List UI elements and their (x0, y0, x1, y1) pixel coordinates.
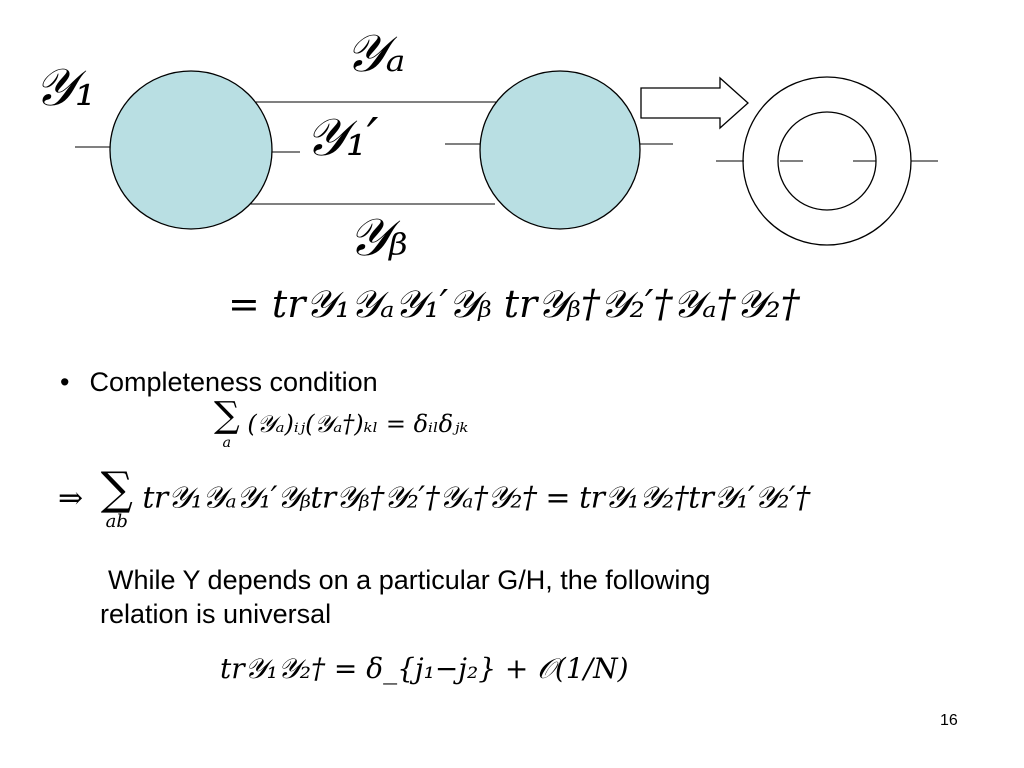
bullet-text: Completeness condition (89, 367, 378, 397)
page-number: 16 (940, 712, 958, 729)
paragraph-line-2: relation is universal (100, 598, 332, 629)
bullet-marker: • (60, 367, 70, 397)
sum-operator-ab: ∑ ab (100, 462, 133, 532)
left-node (109, 70, 273, 230)
sum-operator: ∑ a (214, 395, 240, 451)
arrow-icon (640, 76, 749, 130)
label-y1prime: 𝒴₁′ (305, 108, 379, 168)
label-yb: 𝒴ᵦ (348, 208, 408, 268)
label-ya: 𝒴ₐ (345, 24, 406, 84)
universal-equation: tr𝒴₁𝒴₂† = δ_{j₁−j₂} + 𝒪(1/N) (220, 652, 629, 685)
implies-arrow: ⇒ (58, 480, 84, 516)
feynman-diagram (75, 70, 938, 246)
paragraph: While Y depends on a particular G/H, the… (100, 564, 710, 632)
completeness-equation: ∑ a (𝒴ₐ)ᵢⱼ(𝒴ₐ†)ₖₗ = δᵢₗδⱼₖ (214, 395, 469, 451)
implication-equation: ⇒ ∑ ab tr𝒴₁𝒴ₐ𝒴₁′𝒴ᵦtr𝒴ᵦ†𝒴₂′†𝒴ₐ†𝒴₂† = tr𝒴₁… (58, 466, 810, 531)
equation-main: = tr𝒴₁𝒴ₐ𝒴₁′𝒴ᵦ tr𝒴ᵦ†𝒴₂′†𝒴ₐ†𝒴₂† (228, 282, 800, 326)
bullet-item: • Completeness condition (60, 366, 378, 400)
right-node (479, 70, 641, 230)
implication-body: tr𝒴₁𝒴ₐ𝒴₁′𝒴ᵦtr𝒴ᵦ†𝒴₂′†𝒴ₐ†𝒴₂† = tr𝒴₁𝒴₂†tr𝒴₁… (142, 480, 810, 516)
paragraph-line-1: While Y depends on a particular G/H, the… (108, 565, 711, 595)
label-y1: 𝒴₁ (34, 58, 96, 118)
completeness-body: (𝒴ₐ)ᵢⱼ(𝒴ₐ†)ₖₗ = δᵢₗδⱼₖ (247, 410, 469, 439)
